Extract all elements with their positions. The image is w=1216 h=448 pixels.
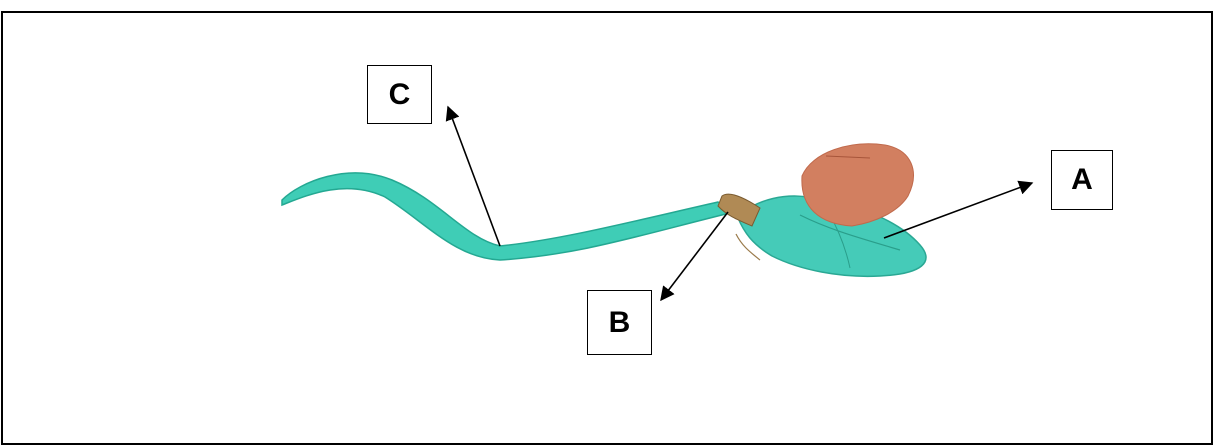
label-b: B — [587, 290, 652, 355]
label-a: A — [1051, 150, 1113, 210]
label-c: C — [367, 65, 432, 124]
tail-tube — [282, 173, 734, 260]
head-cap — [802, 144, 914, 226]
